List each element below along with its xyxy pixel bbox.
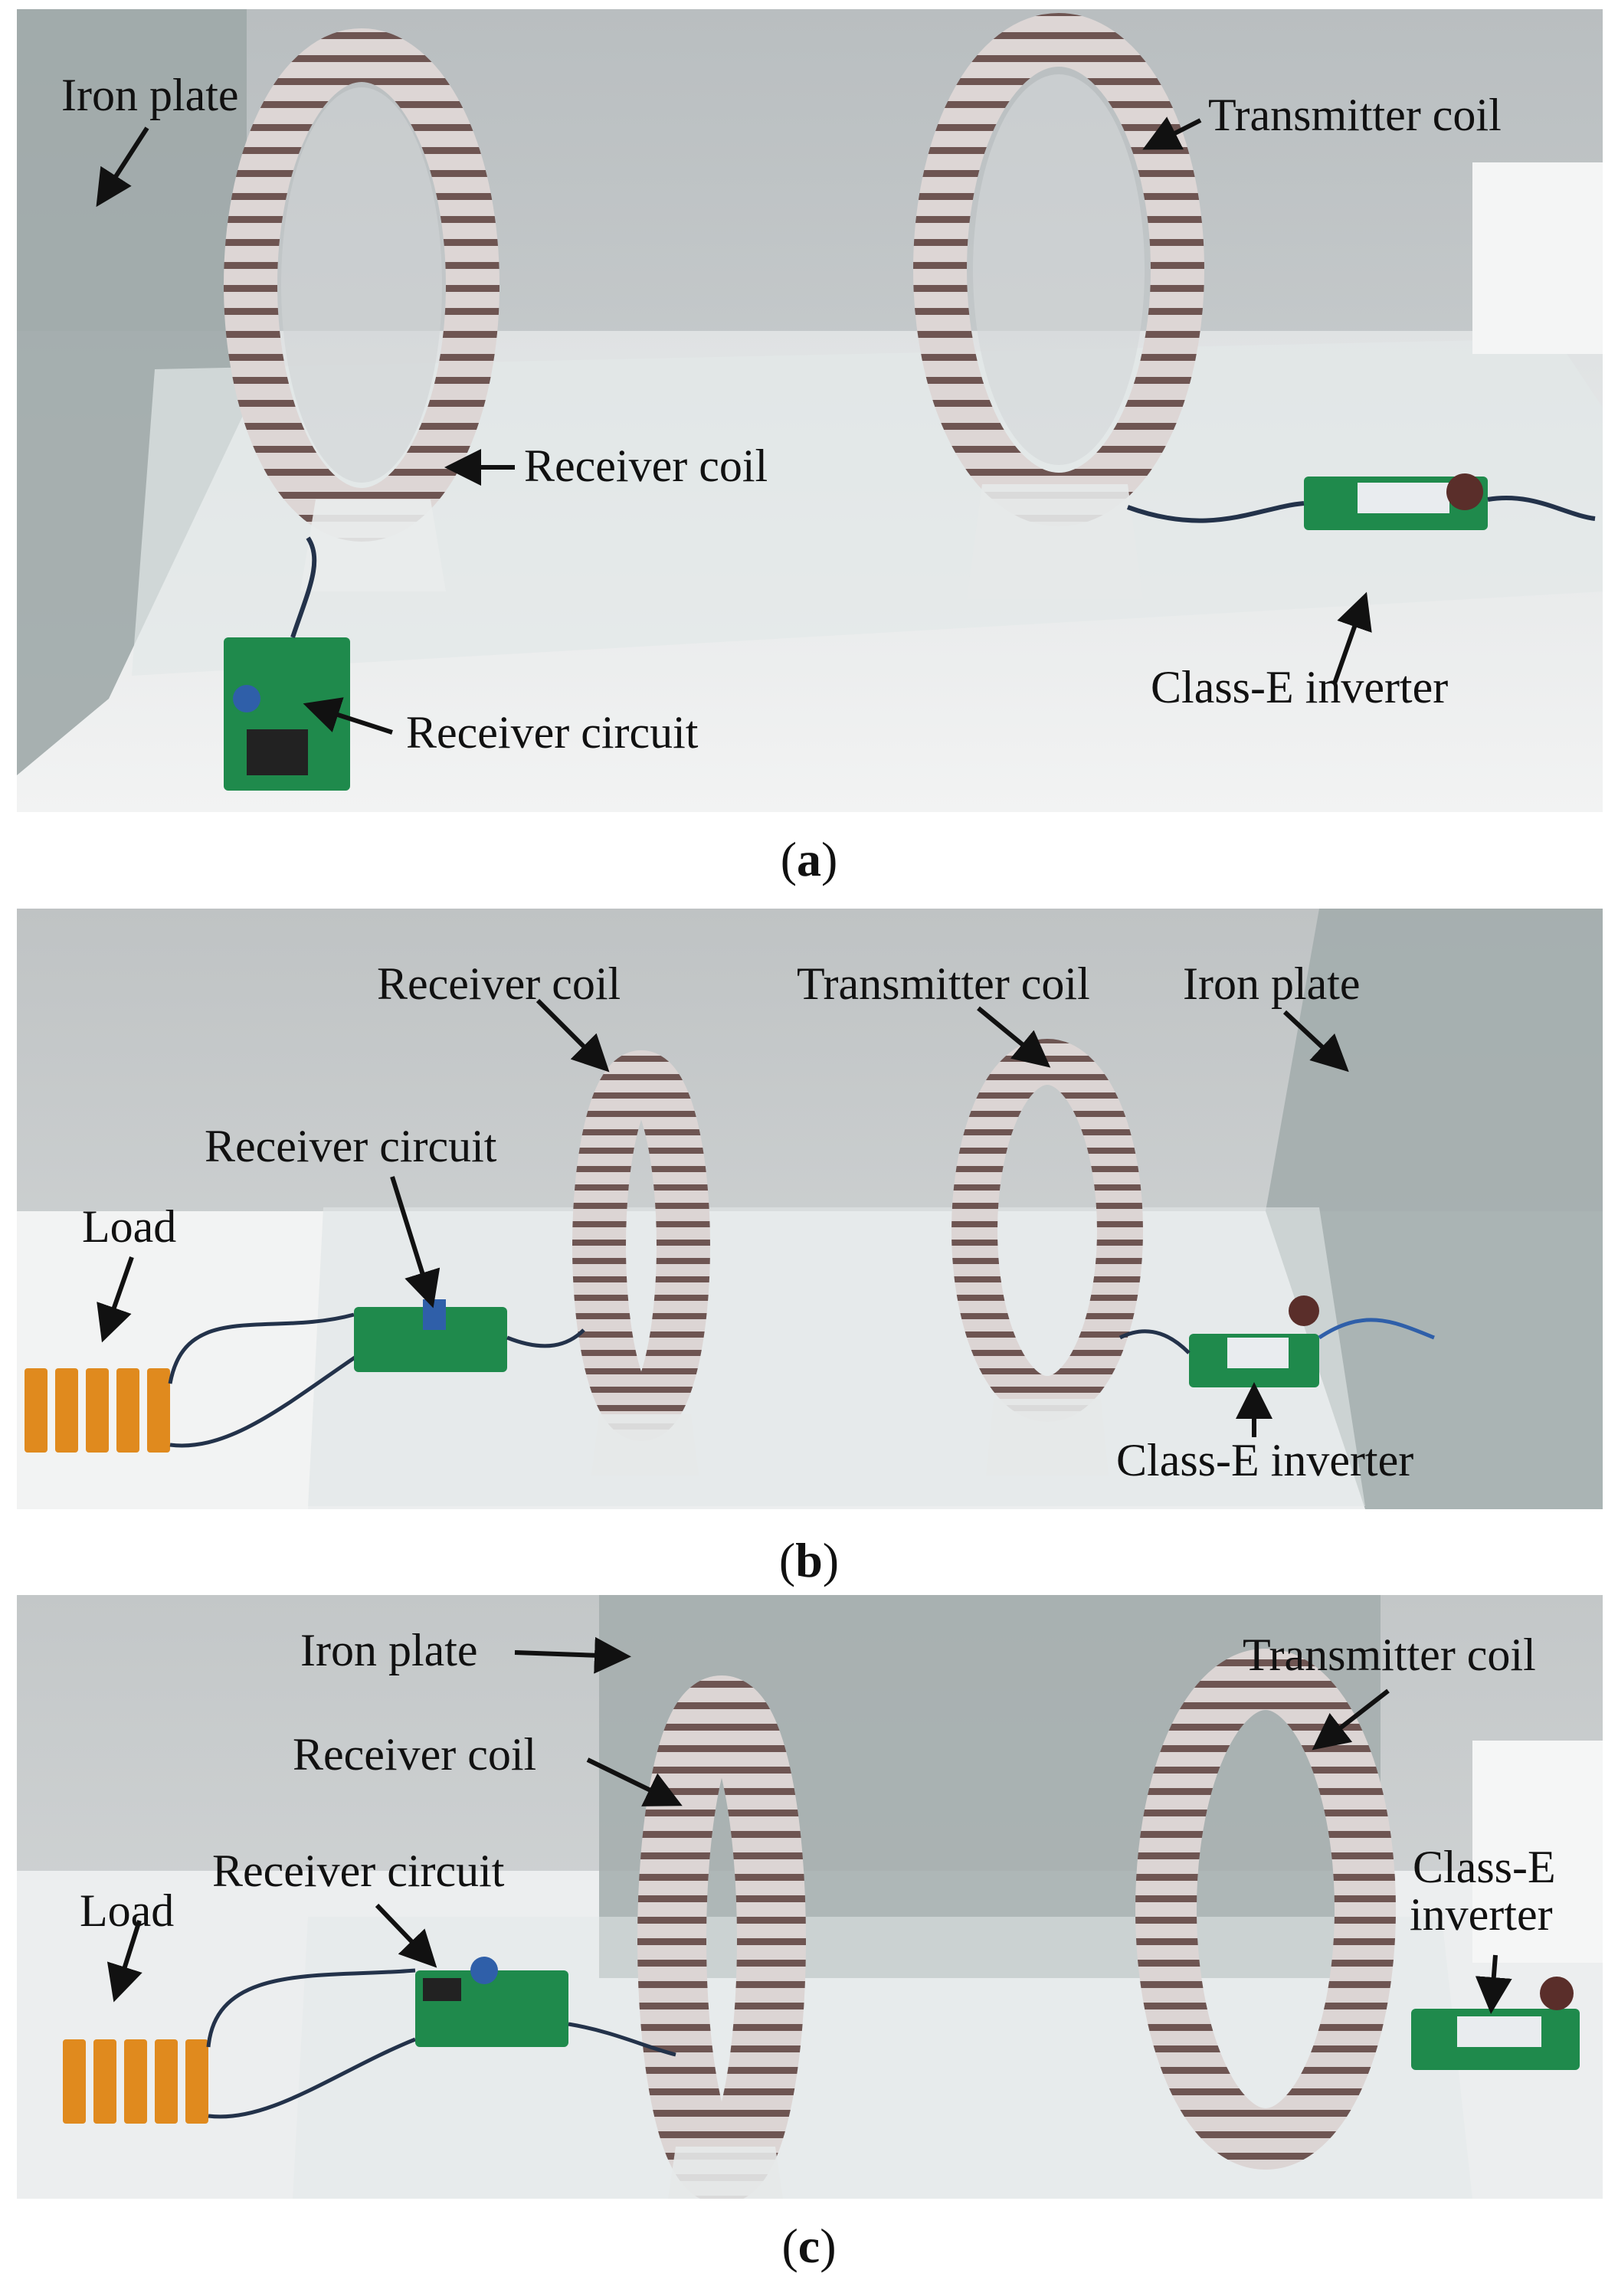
label-receiver-coil: Receiver coil: [524, 441, 768, 491]
label-receiver-circuit: Receiver circuit: [406, 707, 699, 758]
label-class-e-inverter: Class-E inverter: [1116, 1435, 1414, 1485]
label-transmitter-coil: Transmitter coil: [797, 958, 1090, 1009]
caption-c: (c): [781, 2219, 837, 2273]
label-receiver-coil: Receiver coil: [293, 1729, 537, 1780]
label-receiver-circuit: Receiver circuit: [205, 1121, 497, 1171]
label-load: Load: [80, 1885, 175, 1936]
caption-a: (a): [780, 832, 838, 886]
transmitter-coil-a: [913, 13, 1204, 526]
label-transmitter-coil: Transmitter coil: [1208, 90, 1502, 140]
label-iron-plate: Iron plate: [1183, 958, 1361, 1009]
photo-panel-a: Iron plate Transmitter coil Receiver coi…: [17, 9, 1603, 812]
label-iron-plate: Iron plate: [300, 1625, 478, 1675]
photo-panel-c: Iron plate Transmitter coil Receiver coi…: [17, 1595, 1603, 2199]
label-receiver-circuit: Receiver circuit: [212, 1846, 505, 1896]
load-resistors-c: [63, 2039, 208, 2124]
receiver-coil-a: [224, 28, 499, 542]
label-iron-plate: Iron plate: [61, 70, 239, 120]
photo-a: [17, 9, 1603, 812]
label-class-e-inverter-line2: inverter: [1410, 1889, 1553, 1940]
caption-b: (b): [778, 1533, 840, 1587]
label-receiver-coil: Receiver coil: [377, 958, 621, 1009]
label-transmitter-coil: Transmitter coil: [1243, 1629, 1536, 1680]
photo-b: [17, 909, 1603, 1509]
photo-panel-b: Receiver coil Transmitter coil Iron plat…: [17, 909, 1603, 1509]
label-class-e-inverter: Class-E inverter: [1151, 662, 1449, 712]
transmitter-coil-c: [1135, 1649, 1396, 2170]
label-load: Load: [82, 1201, 177, 1252]
photo-c: [17, 1595, 1603, 2199]
load-resistors-b: [25, 1368, 170, 1453]
label-class-e-inverter-line1: Class-E: [1413, 1842, 1556, 1892]
